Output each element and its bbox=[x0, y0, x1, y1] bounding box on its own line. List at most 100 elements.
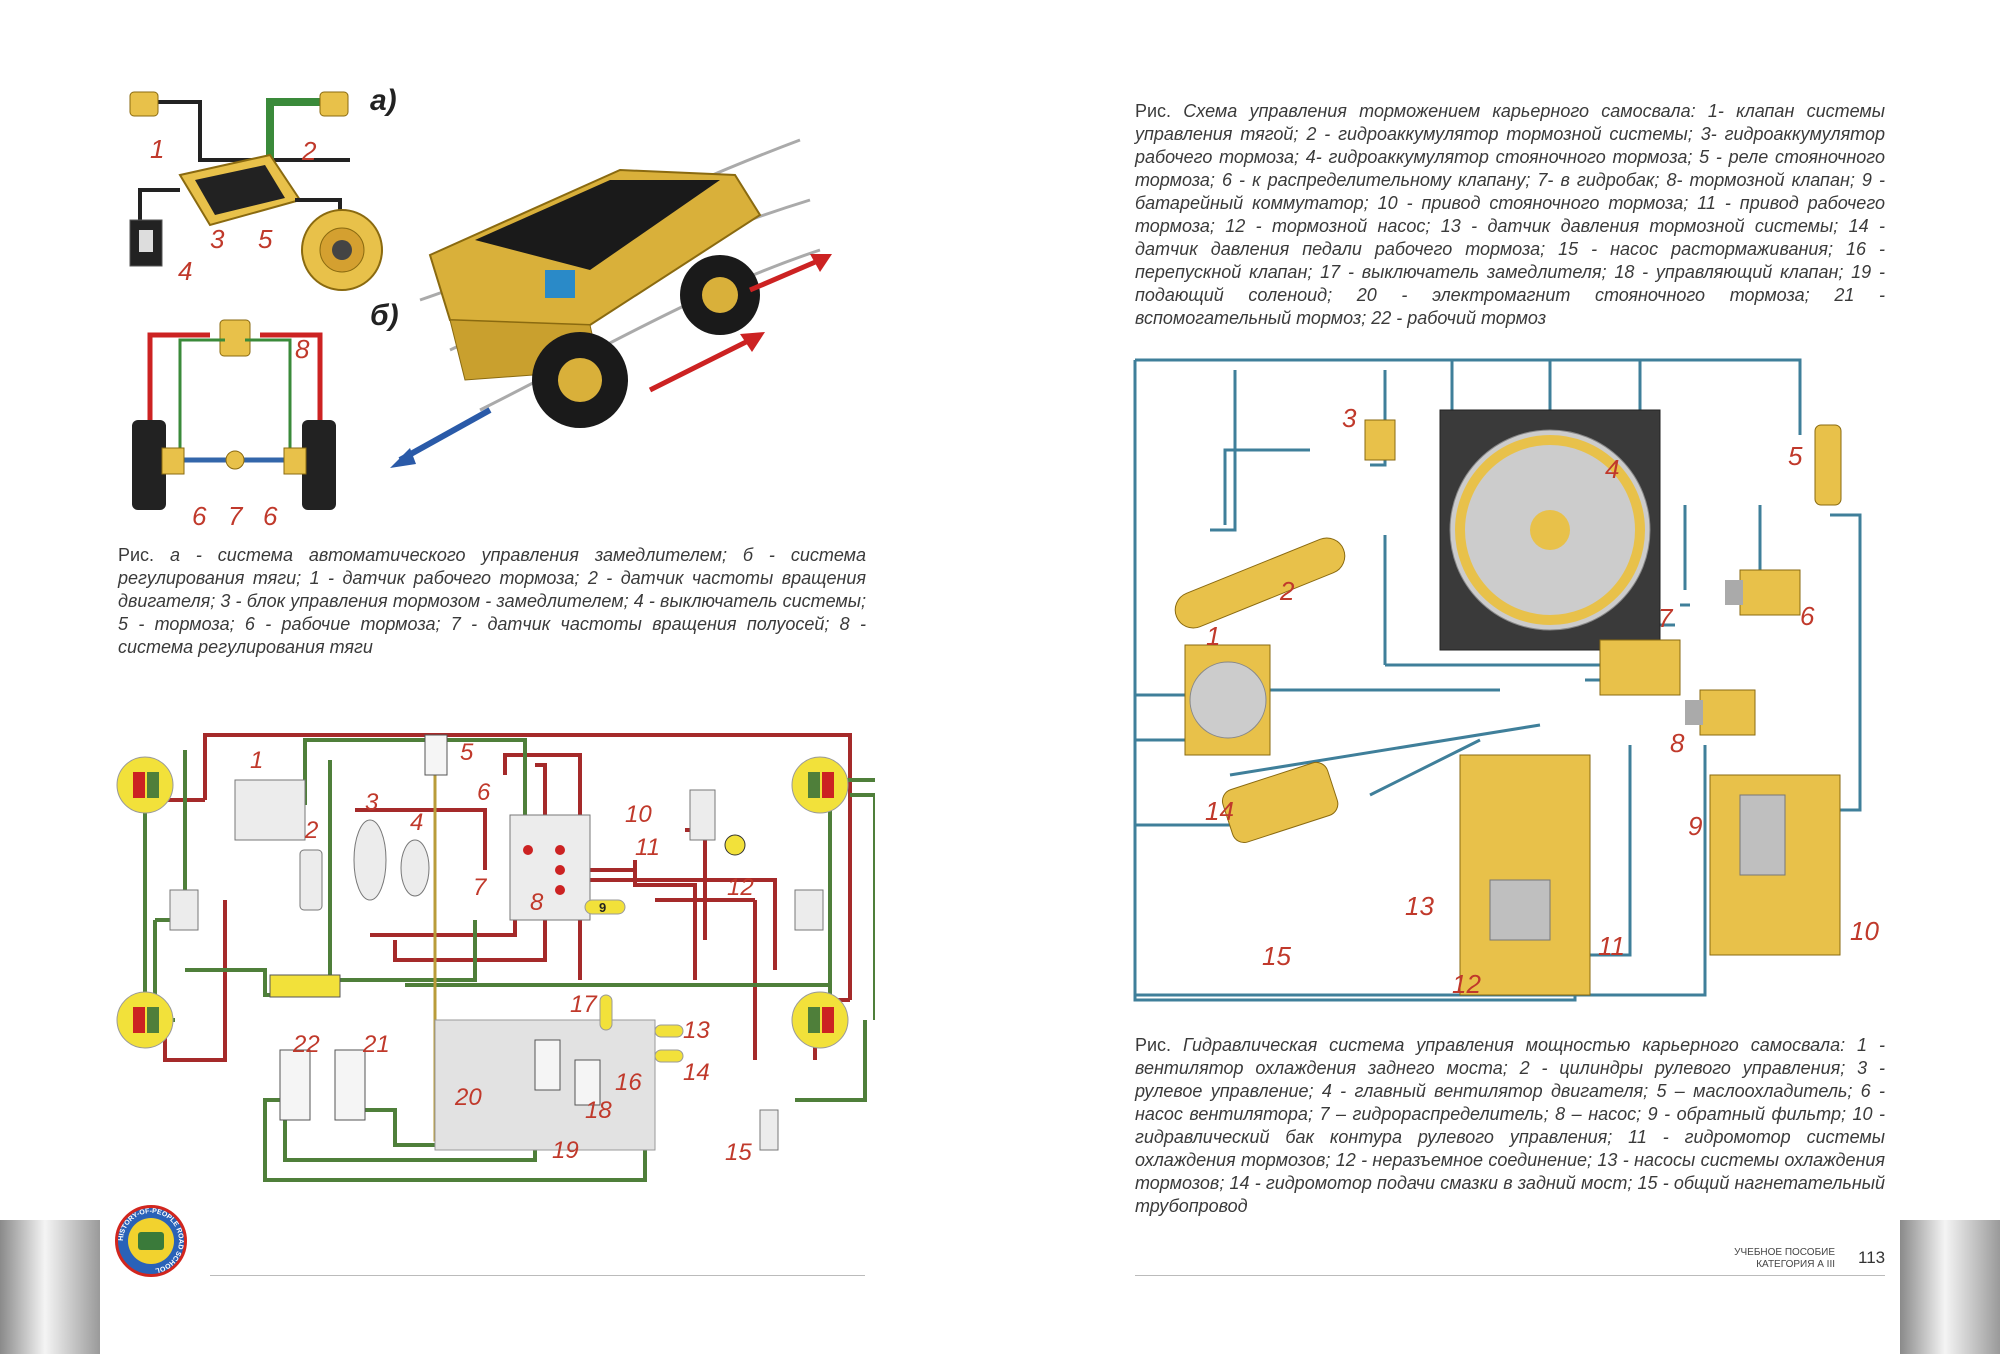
footer-textbook-label: УЧЕБНОЕ ПОСОБИЕ КАТЕГОРИЯ А III bbox=[1700, 1247, 1835, 1271]
schematic-label-12: 12 bbox=[727, 874, 754, 901]
schematic-label-2: 2 bbox=[304, 817, 318, 844]
hydraulic-label-12: 12 bbox=[1452, 969, 1481, 999]
schematic-label-4: 4 bbox=[410, 809, 423, 836]
valve-block-8 bbox=[509, 814, 591, 921]
svg-text:HISTORY-OF-PEOPLE ROAD SCHOOL: HISTORY-OF-PEOPLE ROAD SCHOOL bbox=[118, 1208, 184, 1274]
haul-truck-image bbox=[390, 138, 832, 468]
wheel-right-icon bbox=[302, 420, 336, 510]
hydraulic-distributor-7 bbox=[1599, 639, 1681, 696]
caption-text: Схема управления торможением карьерного … bbox=[1135, 101, 1885, 328]
footer-line-left bbox=[210, 1275, 865, 1276]
relay-5 bbox=[424, 734, 448, 776]
label-a: а) bbox=[370, 84, 397, 117]
school-logo: HISTORY-OF-PEOPLE ROAD SCHOOL bbox=[115, 1205, 187, 1277]
accumulator-3 bbox=[353, 819, 387, 901]
schematic-label-17: 17 bbox=[570, 991, 598, 1018]
label-b-7: 7 bbox=[228, 501, 244, 530]
hydraulic-label-11: 11 bbox=[1598, 931, 1625, 961]
hydraulic-svg: 1 2 3 4 5 6 7 8 9 10 11 12 13 14 15 bbox=[1133, 358, 1879, 1002]
schematic-label-14: 14 bbox=[683, 1059, 710, 1086]
retarder-illustration: 1 2 3 4 5 а) б) 8 6 7 6 bbox=[129, 84, 832, 531]
label-b-6b: 6 bbox=[263, 501, 278, 530]
hydraulic-label-2: 2 bbox=[1279, 576, 1295, 606]
footer-line2: КАТЕГОРИЯ А III bbox=[1756, 1259, 1835, 1270]
label-a-3: 3 bbox=[210, 224, 225, 254]
pump-15 bbox=[759, 1109, 779, 1151]
hydraulic-label-15: 15 bbox=[1262, 941, 1291, 971]
hydraulic-label-1: 1 bbox=[1206, 621, 1220, 651]
fan-pump-6 bbox=[1725, 569, 1801, 616]
oil-cooler-5 bbox=[1814, 424, 1842, 506]
accumulator-2 bbox=[299, 849, 323, 911]
sensor-2-icon bbox=[319, 91, 349, 117]
label-a-5: 5 bbox=[258, 224, 273, 254]
switch-9 bbox=[584, 899, 626, 915]
pump-8 bbox=[1685, 689, 1756, 736]
label-a-2: 2 bbox=[301, 136, 317, 166]
filter-9 bbox=[1739, 794, 1786, 876]
schematic-label-19: 19 bbox=[552, 1137, 579, 1164]
hydraulic-label-14: 14 bbox=[1205, 796, 1234, 826]
main-fan-4 bbox=[1439, 409, 1661, 651]
schematic-label-15: 15 bbox=[725, 1139, 752, 1166]
schematic-label-3: 3 bbox=[365, 789, 379, 816]
schematic-label-16: 16 bbox=[615, 1069, 642, 1096]
hydraulic-label-4: 4 bbox=[1605, 454, 1619, 484]
caption-hydraulic: Рис. Гидравлическая система управления м… bbox=[1135, 1034, 1885, 1218]
schematic-label-5: 5 bbox=[460, 739, 474, 766]
steering-valve-3 bbox=[1364, 419, 1396, 461]
schematic-label-8: 8 bbox=[530, 889, 544, 916]
hydraulic-label-5: 5 bbox=[1788, 441, 1803, 471]
figure-hydraulic-system: 1 2 3 4 5 6 7 8 9 10 11 12 13 14 15 bbox=[1130, 355, 1890, 1015]
schematic-label-6: 6 bbox=[477, 779, 491, 806]
accumulator-4 bbox=[400, 839, 430, 897]
figure-retarder-system: 1 2 3 4 5 а) б) 8 6 7 6 bbox=[120, 80, 880, 531]
page-edge-left bbox=[0, 1220, 100, 1354]
motor-14 bbox=[1221, 761, 1339, 844]
schematic-label-13: 13 bbox=[683, 1017, 710, 1044]
filter bbox=[689, 789, 716, 841]
hydraulic-label-8: 8 bbox=[1670, 728, 1685, 758]
steering-cylinder-2 bbox=[1174, 537, 1346, 629]
logo-text: HISTORY-OF-PEOPLE ROAD SCHOOL bbox=[118, 1208, 184, 1274]
wheel-left-icon bbox=[132, 420, 166, 510]
label-a-1: 1 bbox=[150, 134, 164, 164]
schematic-label-1: 1 bbox=[250, 747, 263, 774]
cooling-pumps-block-13 bbox=[1459, 754, 1591, 996]
hydraulic-label-6: 6 bbox=[1800, 601, 1815, 631]
schematic-label-18: 18 bbox=[585, 1097, 612, 1124]
schematic-label-20: 20 bbox=[454, 1084, 482, 1111]
brake-schematic-svg: 1 2 3 4 5 6 7 8 9 10 11 12 13 14 15 16 1… bbox=[116, 733, 877, 1182]
schematic-label-21: 21 bbox=[362, 1031, 390, 1058]
pump-12 bbox=[724, 834, 746, 856]
caption-lead: Рис. bbox=[1135, 101, 1172, 121]
hydraulic-label-13: 13 bbox=[1405, 891, 1434, 921]
footer-line1: УЧЕБНОЕ ПОСОБИЕ bbox=[1734, 1247, 1835, 1258]
hydraulic-label-3: 3 bbox=[1342, 403, 1357, 433]
hydraulic-label-10: 10 bbox=[1850, 916, 1879, 946]
service-brake-22 bbox=[279, 1049, 311, 1121]
caption-lead: Рис. bbox=[118, 545, 155, 565]
caption-lead: Рис. bbox=[1135, 1035, 1172, 1055]
label-b: б) bbox=[370, 299, 399, 332]
control-unit-icon bbox=[178, 153, 302, 227]
caption-retarder: Рис. а - система автоматического управле… bbox=[118, 544, 866, 659]
aux-brake-21 bbox=[334, 1049, 366, 1121]
caption-text: а - система автоматического управления з… bbox=[118, 545, 866, 657]
label-b-8: 8 bbox=[295, 334, 310, 364]
schematic-label-7: 7 bbox=[473, 874, 488, 901]
schematic-label-11: 11 bbox=[635, 834, 660, 861]
page-edge-right bbox=[1900, 1220, 2000, 1354]
brake-icon bbox=[301, 209, 383, 291]
steering-tank-10 bbox=[1709, 774, 1841, 956]
label-b-6a: 6 bbox=[192, 501, 207, 530]
caption-text: Гидравлическая система управления мощнос… bbox=[1135, 1035, 1885, 1216]
schematic-label-22: 22 bbox=[292, 1031, 320, 1058]
page-number: 113 bbox=[1858, 1248, 1886, 1267]
brake-actuator-icons bbox=[116, 756, 849, 1049]
hydraulic-label-7: 7 bbox=[1658, 603, 1674, 633]
label-a-4: 4 bbox=[178, 256, 192, 286]
footer-line-right bbox=[1135, 1275, 1885, 1276]
hydraulic-label-9: 9 bbox=[1688, 811, 1702, 841]
figure-brake-schematic: 1 2 3 4 5 6 7 8 9 10 11 12 13 14 15 16 1… bbox=[115, 720, 877, 1190]
